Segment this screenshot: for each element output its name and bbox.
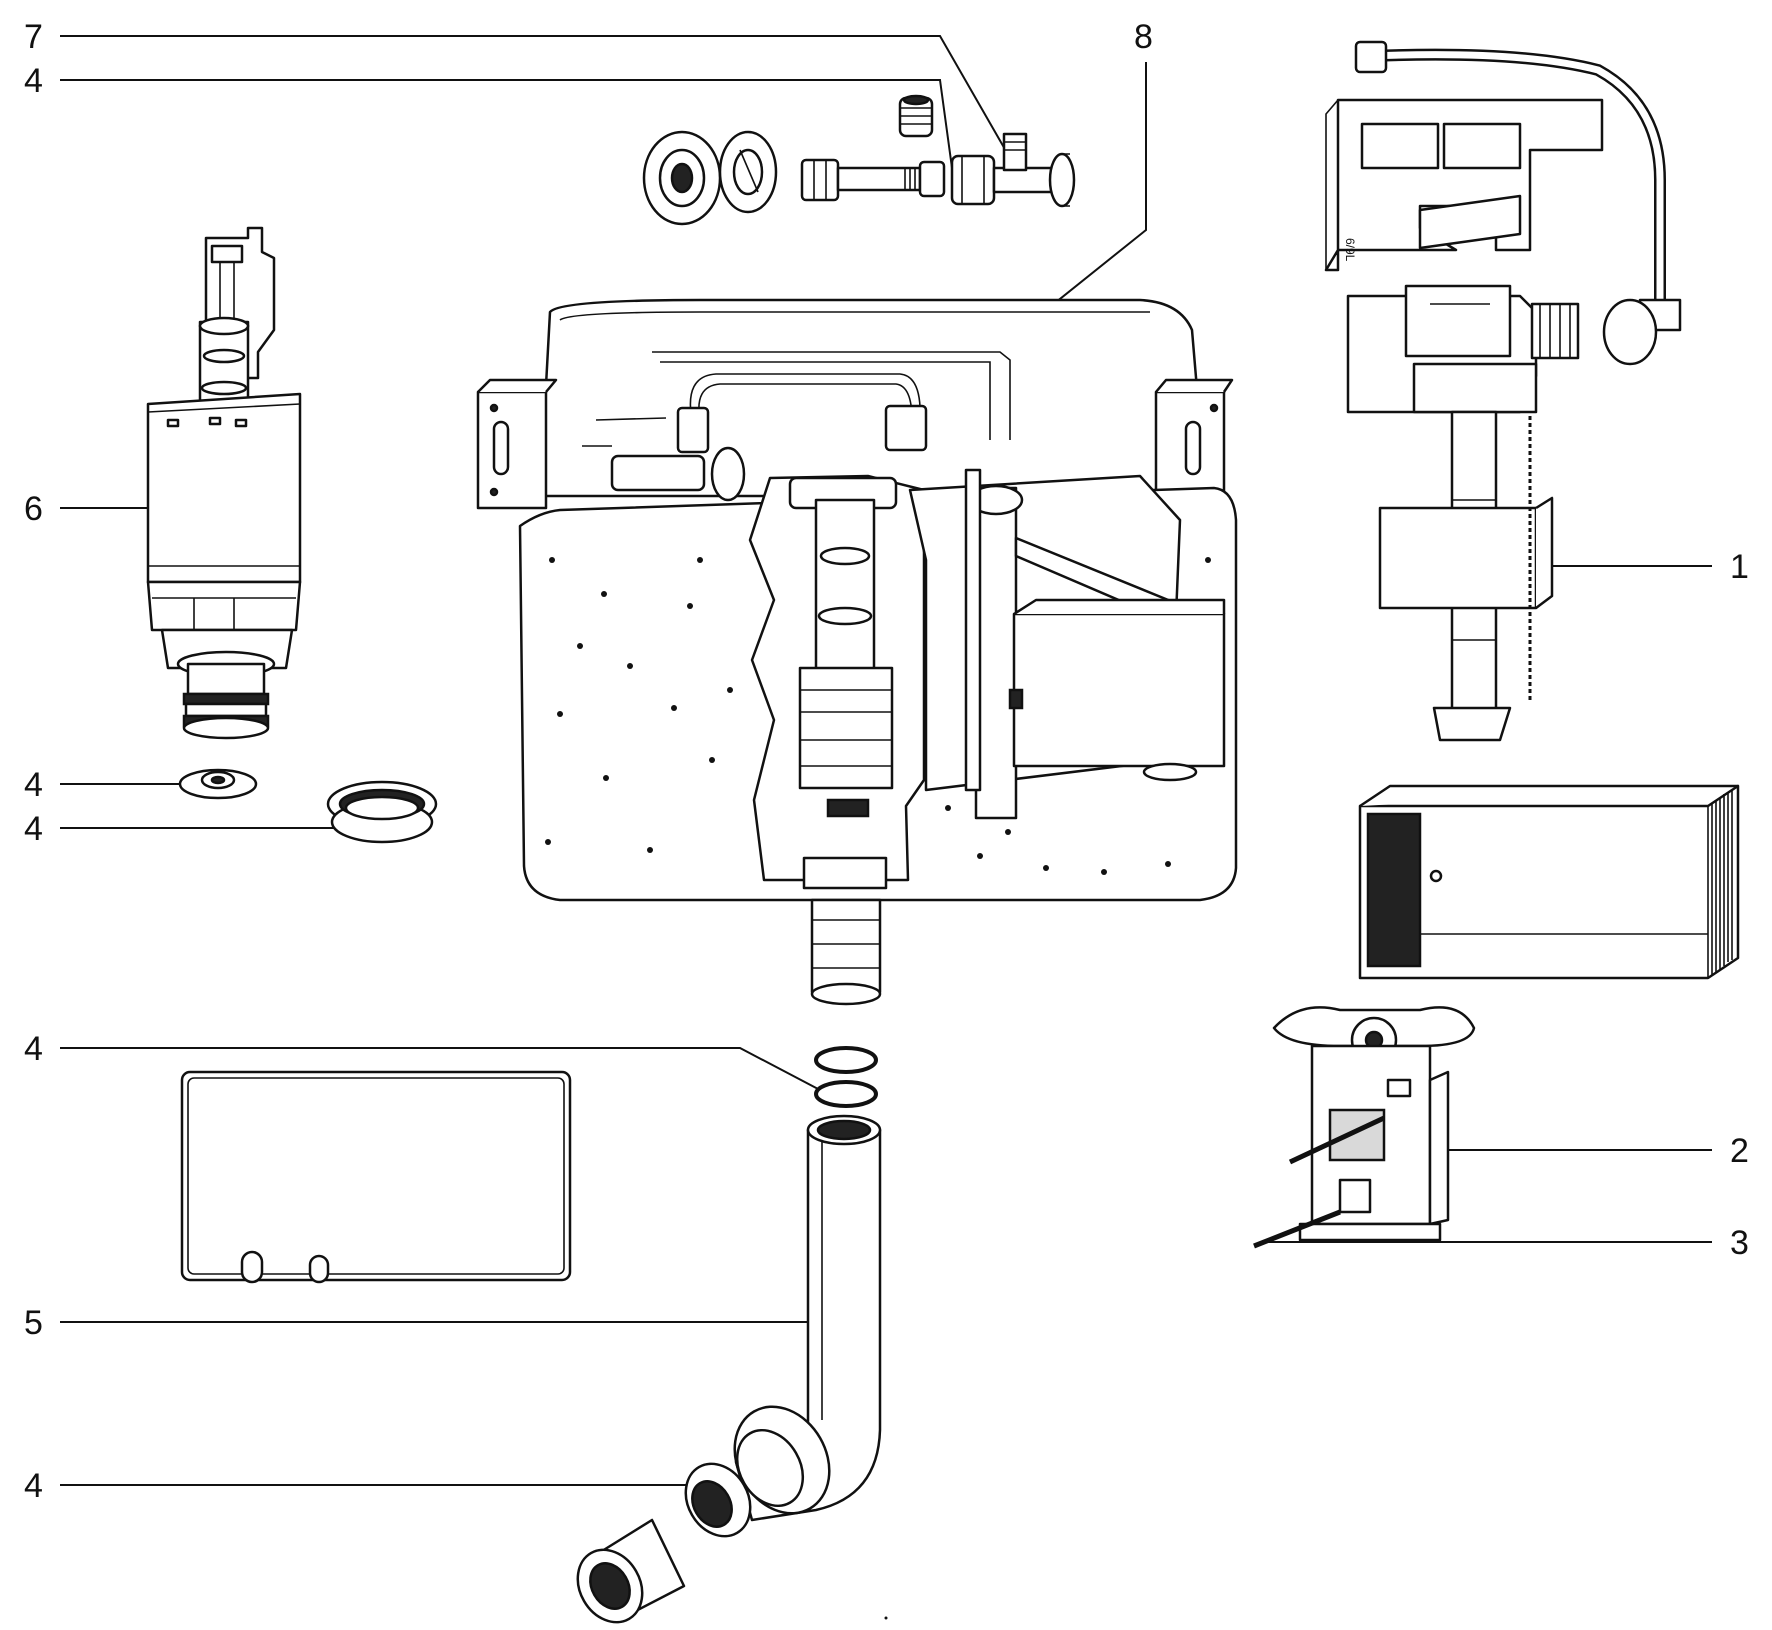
callout-2: 2 — [1730, 1132, 1749, 1170]
callout-4-ring: 4 — [24, 810, 43, 848]
print-dot — [884, 1616, 888, 1620]
callout-1: 1 — [1730, 548, 1749, 586]
drain-outlet — [810, 898, 882, 1006]
callout-3: 3 — [1730, 1224, 1749, 1262]
callout-5: 5 — [24, 1304, 43, 1342]
callout-numbers: 7 4 8 6 4 4 4 5 4 1 2 3 — [24, 18, 1749, 1505]
leader-lines — [60, 35, 1712, 1486]
callout-6: 6 — [24, 490, 43, 528]
flush-bend-pipe — [576, 1114, 882, 1624]
frame-box-housing — [1358, 784, 1740, 980]
leader-7 — [60, 35, 1011, 159]
fill-valve: 6/9L — [1324, 40, 1682, 742]
o-rings — [814, 1046, 878, 1108]
callout-4-top: 4 — [24, 62, 43, 100]
callout-7-top: 7 — [24, 18, 43, 56]
access-panel — [180, 1070, 572, 1284]
sealing-ring — [326, 780, 438, 844]
callout-4-seal: 4 — [24, 766, 43, 804]
callout-4-orings: 4 — [24, 1030, 43, 1068]
concealed-cistern — [476, 298, 1238, 902]
callout-4-bottom: 4 — [24, 1467, 43, 1505]
actuator-unit — [1253, 1006, 1476, 1249]
insulation-texture — [545, 557, 1211, 875]
supply-fittings-assembly — [642, 94, 1076, 226]
flush-valve — [146, 226, 302, 740]
callout-8: 8 — [1134, 18, 1153, 56]
bracket-marking: 6/9L — [1343, 238, 1357, 262]
leader-4-orings — [60, 1047, 821, 1091]
seal-washer — [178, 768, 258, 800]
leader-4-top — [60, 79, 953, 169]
